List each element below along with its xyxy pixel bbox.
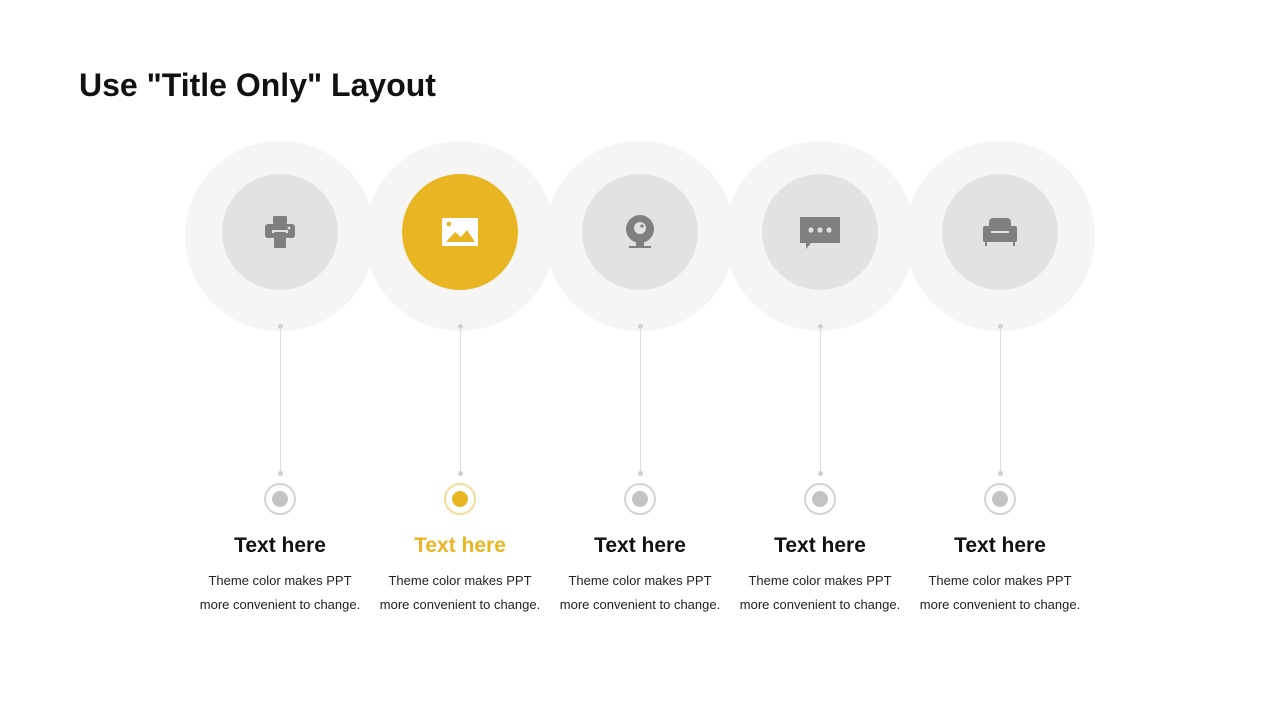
- connector-dot-bottom: [457, 471, 463, 476]
- connector-dot-bottom: [997, 471, 1003, 476]
- step-description: Theme color makes PPT more convenient to…: [720, 569, 920, 617]
- step-description: Theme color makes PPT more convenient to…: [900, 569, 1100, 617]
- step-icon-circle: [222, 174, 338, 290]
- step-marker: [804, 483, 836, 515]
- connector-dot-top: [817, 324, 823, 329]
- step-3: Text here Theme color makes PPT more con…: [545, 0, 735, 720]
- webcam-icon: [618, 210, 662, 254]
- step-description-line-1: Theme color makes PPT: [208, 573, 352, 588]
- connector-dot-top: [277, 324, 283, 329]
- connector-dot-bottom: [277, 471, 283, 476]
- step-5: Text here Theme color makes PPT more con…: [905, 0, 1095, 720]
- step-description: Theme color makes PPT more convenient to…: [360, 569, 560, 617]
- chat-bubble-icon: [798, 210, 842, 254]
- connector-line: [459, 327, 461, 473]
- step-icon-circle: [402, 174, 518, 290]
- connector-line: [999, 327, 1001, 473]
- step-heading: Text here: [774, 534, 866, 557]
- image-icon: [438, 210, 482, 254]
- connector-line: [279, 327, 281, 473]
- step-heading: Text here: [954, 534, 1046, 557]
- step-heading: Text here: [234, 534, 326, 557]
- connector-dot-top: [637, 324, 643, 329]
- step-description-line-1: Theme color makes PPT: [748, 573, 892, 588]
- step-description-line-1: Theme color makes PPT: [568, 573, 712, 588]
- step-description-line-2: more convenient to change.: [379, 597, 541, 612]
- step-heading: Text here: [414, 534, 506, 557]
- armchair-icon: [978, 210, 1022, 254]
- connector-dot-bottom: [637, 471, 643, 476]
- step-description-line-2: more convenient to change.: [559, 597, 721, 612]
- step-4: Text here Theme color makes PPT more con…: [725, 0, 915, 720]
- step-marker: [624, 483, 656, 515]
- step-description-line-2: more convenient to change.: [739, 597, 901, 612]
- step-description-line-1: Theme color makes PPT: [928, 573, 1072, 588]
- connector-line: [819, 327, 821, 473]
- connector-dot-top: [997, 324, 1003, 329]
- step-marker: [264, 483, 296, 515]
- step-icon-circle: [762, 174, 878, 290]
- step-2: Text here Theme color makes PPT more con…: [365, 0, 555, 720]
- step-1: Text here Theme color makes PPT more con…: [185, 0, 375, 720]
- connector-dot-top: [457, 324, 463, 329]
- step-description-line-2: more convenient to change.: [199, 597, 361, 612]
- step-marker: [444, 483, 476, 515]
- step-description-line-2: more convenient to change.: [919, 597, 1081, 612]
- printer-icon: [258, 210, 302, 254]
- page-title: Use "Title Only" Layout: [79, 67, 436, 103]
- connector-line: [639, 327, 641, 473]
- step-icon-circle: [942, 174, 1058, 290]
- step-description: Theme color makes PPT more convenient to…: [180, 569, 380, 617]
- step-marker: [984, 483, 1016, 515]
- step-icon-circle: [582, 174, 698, 290]
- step-description-line-1: Theme color makes PPT: [388, 573, 532, 588]
- step-heading: Text here: [594, 534, 686, 557]
- connector-dot-bottom: [817, 471, 823, 476]
- step-description: Theme color makes PPT more convenient to…: [540, 569, 740, 617]
